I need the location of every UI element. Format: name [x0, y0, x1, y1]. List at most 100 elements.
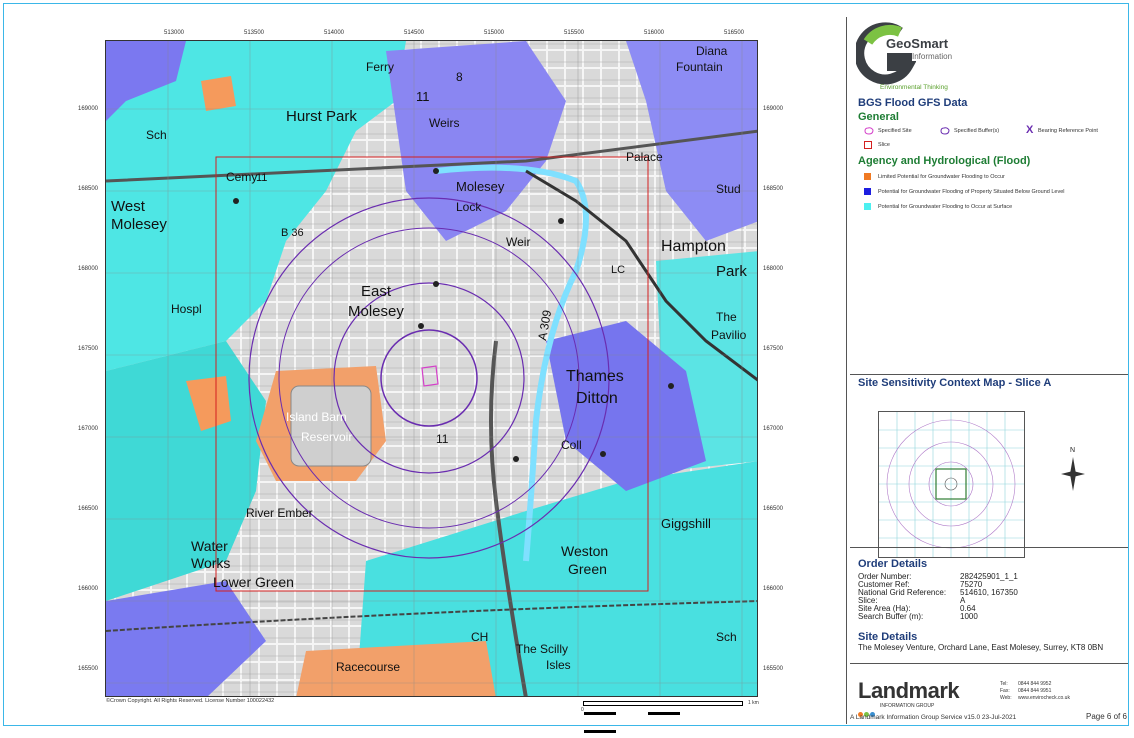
orange-flood-zone-s — [296, 641, 496, 696]
label-reservoir: Reservoir — [301, 430, 352, 444]
page-frame — [3, 3, 1129, 726]
label-island-barn: Island Barn — [286, 410, 347, 424]
flood-map[interactable]: Hurst Park Sch Weirs Molesey Lock West M… — [105, 40, 758, 697]
blue-flood-zone-e — [546, 321, 706, 491]
contact-value: 0844 844 9952 — [1018, 681, 1052, 687]
label-pavilio: Pavilio — [711, 328, 747, 342]
label-8: 8 — [456, 70, 463, 84]
y-tick-label-right: 167500 — [763, 346, 784, 352]
north-label: N — [1070, 447, 1076, 454]
legend-slice: Slice — [878, 142, 890, 148]
label-hampton: Hampton — [661, 238, 726, 255]
label-hospl: Hospl — [171, 302, 202, 316]
order-heading: Order Details — [858, 558, 928, 570]
order-key: Slice: — [858, 596, 878, 605]
label-weirs: Weirs — [429, 116, 459, 130]
label-palace: Palace — [626, 150, 663, 164]
orange-flood-zone-w — [186, 376, 231, 431]
buffer-500m — [333, 282, 525, 474]
label-weston: Weston — [561, 543, 608, 559]
blue-flood-zone-sw — [106, 581, 266, 696]
order-key: Customer Ref: — [858, 580, 910, 589]
order-value: 75270 — [960, 580, 983, 589]
north-arrow-icon — [1061, 457, 1085, 491]
landmark-dots-icon — [858, 704, 876, 722]
contact-value: www.envirocheck.co.uk — [1018, 695, 1070, 701]
order-key: Site Area (Ha): — [858, 604, 911, 613]
scale-right-label: 1 km — [748, 700, 759, 706]
label-the: The — [716, 310, 737, 324]
scale-left-label: 0 — [581, 707, 584, 713]
context-map — [878, 411, 1025, 558]
label-giggshill: Giggshill — [661, 516, 711, 531]
map-copyright: ©Crown Copyright. All Rights Reserved. L… — [106, 698, 275, 704]
label-river-ember: River Ember — [246, 506, 313, 520]
y-tick-label-left: 167000 — [78, 426, 99, 432]
contact-key: Fax: — [1000, 688, 1010, 694]
order-key: National Grid Reference: — [858, 588, 947, 597]
scale-bar — [583, 701, 743, 733]
site-address: The Molesey Venture, Orchard Lane, East … — [858, 643, 1104, 652]
contact-key: Tel: — [1000, 681, 1008, 687]
context-heading: Site Sensitivity Context Map - Slice A — [858, 377, 1052, 389]
y-tick-label-left: 166000 — [78, 586, 99, 592]
buffer-250m — [380, 329, 478, 427]
divider-footer — [850, 663, 1128, 664]
order-value: 0.64 — [960, 604, 976, 613]
y-tick-label-right: 169000 — [763, 106, 784, 112]
legend-surface: Potential for Groundwater Flooding to Oc… — [878, 204, 1013, 210]
footer-page: Page 6 of 6 — [1086, 712, 1127, 721]
label-water: Water — [191, 538, 228, 554]
label-cemy: Cemy — [226, 170, 257, 184]
panel-divider — [846, 17, 847, 724]
x-tick-label: 516000 — [644, 30, 665, 36]
landmark-logo: Landmark — [858, 678, 960, 703]
label-11c: 11 — [256, 172, 267, 184]
y-tick-label-left: 168000 — [78, 266, 99, 272]
map-canvas: Hurst Park Sch Weirs Molesey Lock West M… — [106, 41, 757, 696]
y-tick-label-right: 168000 — [763, 266, 784, 272]
blue-flood-zone-nw — [106, 41, 186, 121]
slice-boundary — [215, 156, 649, 592]
label-weir: Weir — [506, 235, 530, 249]
logo-sub: Information — [912, 52, 953, 61]
x-tick-label: 516500 — [724, 30, 745, 36]
contact-key: Web: — [1000, 695, 1012, 701]
label-hurst-park: Hurst Park — [286, 108, 357, 125]
orange-flood-zone-n — [201, 76, 236, 111]
y-tick-label-right: 166000 — [763, 586, 784, 592]
legend-below-ground: Potential for Groundwater Flooding of Pr… — [878, 189, 1065, 195]
railway-line — [525, 169, 757, 382]
y-tick-label-left: 165500 — [78, 666, 99, 672]
label-east-molesey: Molesey — [348, 303, 404, 320]
x-tick-label: 513000 — [164, 30, 185, 36]
label-isles: Isles — [546, 658, 571, 672]
label-stud: Stud — [716, 182, 741, 196]
cyan-flood-zone-s — [356, 461, 757, 696]
label-park: Park — [716, 263, 747, 280]
grid-lines — [106, 41, 757, 696]
x-tick-label: 514000 — [324, 30, 345, 36]
label-lc: LC — [611, 264, 625, 276]
label-green: Green — [568, 561, 607, 577]
label-works: Works — [191, 555, 230, 571]
label-fountain: Fountain — [676, 60, 723, 74]
logo-name: GeoSmart — [886, 36, 949, 51]
label-coll: Coll — [561, 438, 582, 452]
label-sch: Sch — [146, 128, 167, 142]
x-tick-label: 514500 — [404, 30, 425, 36]
place-labels: Hurst Park Sch Weirs Molesey Lock West M… — [111, 44, 747, 674]
label-sch-se: Sch — [716, 630, 737, 644]
legend-bearing-point: Bearing Reference Point — [1038, 128, 1098, 134]
legend-specified-buffer: Specified Buffer(s) — [954, 128, 1000, 134]
landmark-sub: INFORMATION GROUP — [880, 703, 935, 709]
legend-swatch-below-ground — [864, 188, 871, 195]
specified-site — [421, 365, 439, 387]
contact-value: 0844 844 9951 — [1018, 688, 1052, 694]
cyan-flood-zone-nw — [106, 41, 406, 371]
island-barn-reservoir — [290, 385, 372, 467]
geosmart-logo: GeoSmart Information Environmental Think… — [856, 22, 976, 112]
x-tick-label: 515000 — [484, 30, 505, 36]
y-tick-label-right: 167000 — [763, 426, 784, 432]
label-11b: 11 — [436, 432, 449, 446]
